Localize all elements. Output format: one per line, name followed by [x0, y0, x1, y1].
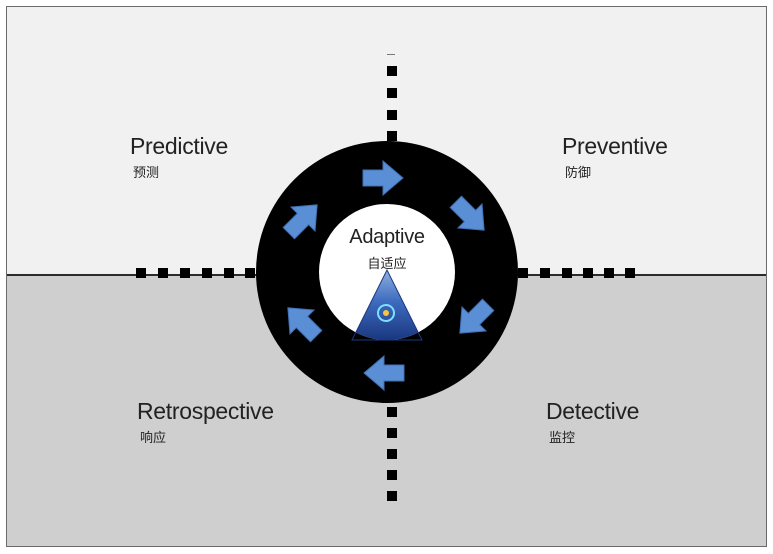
predictive-subtitle: 预测 [133, 165, 160, 180]
retrospective-label: Retrospective 响应 [137, 398, 274, 446]
cycle-arrow-icon [449, 195, 485, 231]
adaptive-label: Adaptive 自适应 [337, 226, 437, 272]
detective-subtitle: 监控 [549, 430, 576, 445]
cycle-arrow-icon [282, 204, 318, 240]
target-icon [377, 304, 395, 322]
preventive-subtitle: 防御 [565, 165, 592, 180]
center-cone-outline [351, 268, 423, 341]
retrospective-title: Retrospective [137, 398, 274, 424]
cycle-arrow-icon [363, 354, 405, 392]
retrospective-subtitle: 响应 [140, 430, 167, 445]
preventive-title: Preventive [562, 133, 668, 159]
cycle-arrow-icon [362, 159, 404, 197]
cycle-arrow-icon [287, 307, 323, 343]
detective-label: Detective 监控 [546, 398, 639, 446]
horizontal-dotted-axis [136, 268, 635, 278]
predictive-label: Predictive 预测 [130, 133, 228, 181]
predictive-title: Predictive [130, 133, 228, 159]
adaptive-title: Adaptive [349, 226, 425, 248]
preventive-label: Preventive 防御 [562, 133, 668, 181]
vertical-dotted-axis [387, 54, 397, 501]
adaptive-subtitle: 自适应 [367, 256, 407, 271]
cycle-arrow-icon [459, 298, 495, 334]
detective-title: Detective [546, 398, 640, 424]
